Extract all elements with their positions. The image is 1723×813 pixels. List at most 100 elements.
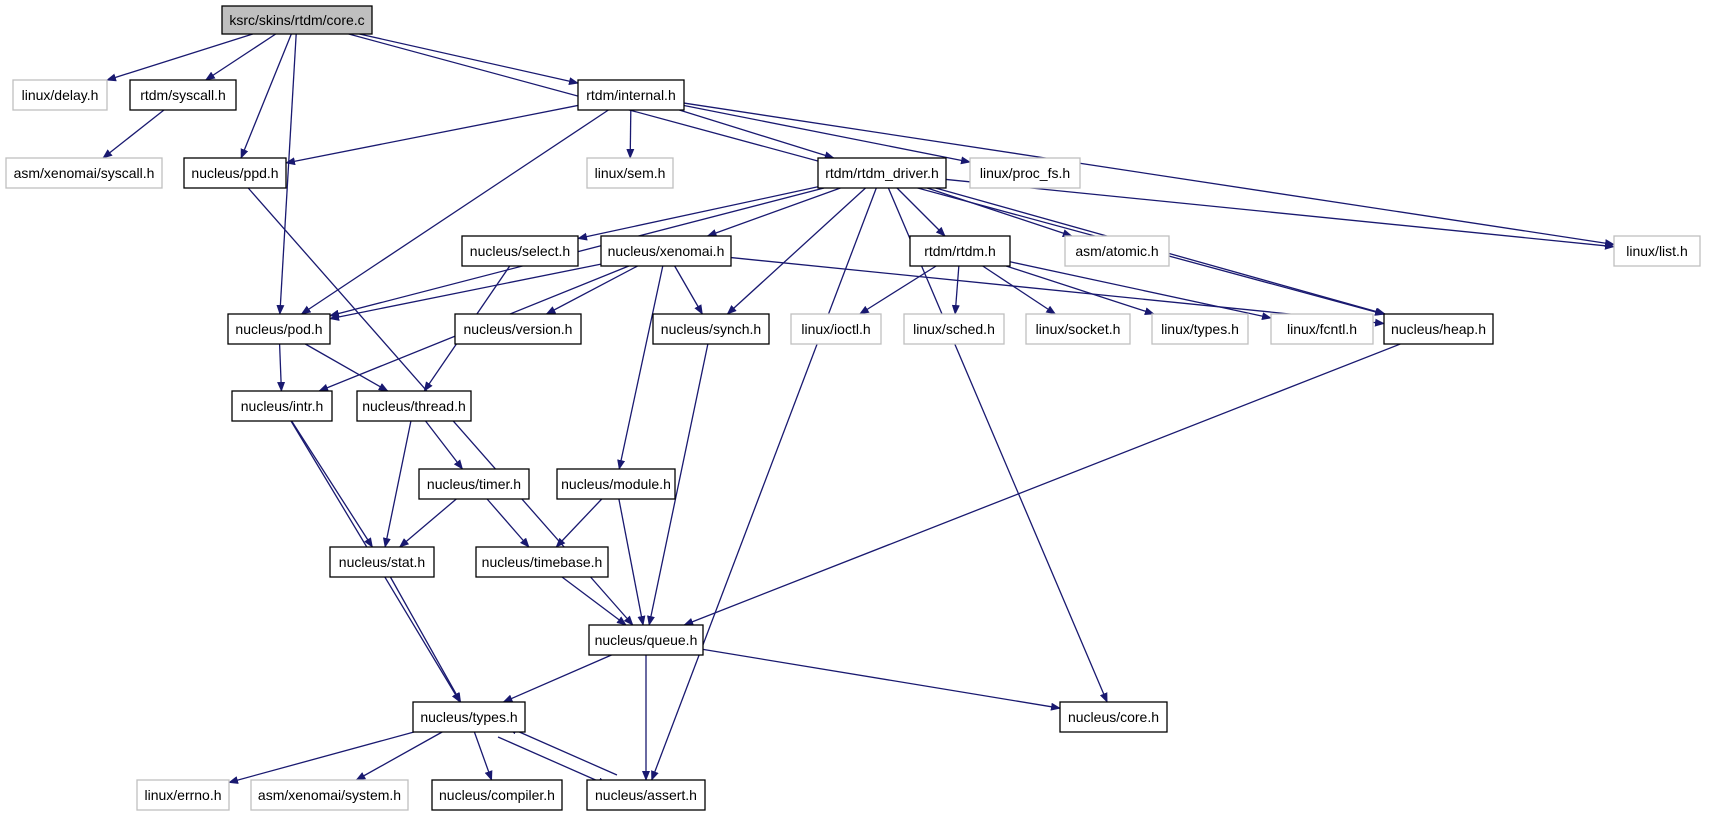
node-module[interactable]: nucleus/module.h	[556, 468, 676, 500]
node-label-socket: linux/socket.h	[1036, 321, 1121, 337]
node-rtdm_internal[interactable]: rtdm/internal.h	[577, 79, 685, 111]
node-box-rtdm_h	[909, 235, 1011, 267]
node-ncore[interactable]: nucleus/core.h	[1059, 701, 1168, 733]
node-box-select	[461, 235, 579, 267]
node-label-timer: nucleus/timer.h	[427, 476, 521, 492]
node-synch[interactable]: nucleus/synch.h	[652, 313, 770, 345]
node-box-xenomai	[600, 235, 732, 267]
node-thread[interactable]: nucleus/thread.h	[356, 390, 472, 422]
edge-xenomai-to-synch	[674, 265, 703, 315]
edge-thread-to-timer	[425, 420, 464, 470]
node-assert[interactable]: nucleus/assert.h	[586, 779, 706, 811]
node-timebase[interactable]: nucleus/timebase.h	[475, 546, 609, 578]
node-pod[interactable]: nucleus/pod.h	[227, 313, 331, 345]
node-box-core_c	[221, 5, 373, 35]
node-errno: linux/errno.h	[136, 779, 230, 811]
node-core_c[interactable]: ksrc/skins/rtdm/core.c	[221, 5, 373, 35]
node-label-list: linux/list.h	[1626, 243, 1687, 259]
node-box-queue	[588, 624, 704, 656]
node-label-queue: nucleus/queue.h	[595, 632, 698, 648]
node-label-ppd: nucleus/ppd.h	[191, 165, 278, 181]
node-label-select: nucleus/select.h	[470, 243, 570, 259]
node-box-intr	[231, 390, 333, 422]
node-label-errno: linux/errno.h	[144, 787, 221, 803]
node-label-system: asm/xenomai/system.h	[258, 787, 401, 803]
node-box-rtdm_driver	[817, 157, 947, 189]
node-compiler[interactable]: nucleus/compiler.h	[431, 779, 563, 811]
edge-rtdm_internal-to-ppd	[285, 104, 579, 166]
node-rtdm_h[interactable]: rtdm/rtdm.h	[909, 235, 1011, 267]
edge-assert-to-ntypes	[507, 726, 618, 776]
node-sched: linux/sched.h	[903, 313, 1005, 345]
edge-core_c-to-pod	[276, 33, 297, 315]
node-ltypes: linux/types.h	[1151, 313, 1249, 345]
node-label-fcntl: linux/fcntl.h	[1287, 321, 1357, 337]
node-fcntl: linux/fcntl.h	[1270, 313, 1374, 345]
node-box-ntypes	[412, 701, 526, 733]
edge-timer-to-timebase	[486, 498, 530, 548]
node-system: asm/xenomai/system.h	[250, 779, 409, 811]
edge-timebase-to-queue	[561, 576, 627, 626]
node-label-timebase: nucleus/timebase.h	[482, 554, 603, 570]
edge-rtdm_driver-to-select	[577, 186, 819, 241]
node-box-fcntl	[1270, 313, 1374, 345]
edge-module-to-queue	[618, 498, 646, 626]
node-box-delay	[12, 79, 108, 111]
node-xenomai[interactable]: nucleus/xenomai.h	[600, 235, 732, 267]
node-box-thread	[356, 390, 472, 422]
node-select[interactable]: nucleus/select.h	[461, 235, 579, 267]
edge-queue-to-ntypes	[502, 654, 612, 703]
node-box-list	[1613, 235, 1701, 267]
node-box-proc_fs	[969, 157, 1081, 189]
node-box-stat	[329, 546, 435, 578]
edge-heap-to-queue	[683, 343, 1401, 626]
edge-synch-to-queue	[647, 343, 709, 626]
node-label-rtdm_syscall: rtdm/syscall.h	[140, 87, 226, 103]
node-box-compiler	[431, 779, 563, 811]
node-box-ioctl	[790, 313, 882, 345]
node-label-intr: nucleus/intr.h	[241, 398, 324, 414]
node-version[interactable]: nucleus/version.h	[454, 313, 582, 345]
node-ppd[interactable]: nucleus/ppd.h	[183, 157, 287, 189]
node-box-sem	[586, 157, 674, 189]
node-queue[interactable]: nucleus/queue.h	[588, 624, 704, 656]
edge-rtdm_internal-to-rtdm_driver	[679, 109, 835, 160]
edge-core_c-to-ppd	[240, 33, 292, 159]
edge-pod-to-thread	[304, 343, 389, 392]
edge-rtdm_h-to-sched	[951, 265, 960, 315]
node-atomic: asm/atomic.h	[1064, 235, 1170, 267]
edge-ntypes-to-system	[355, 731, 443, 781]
edge-rtdm_driver-to-synch	[726, 187, 866, 315]
node-timer[interactable]: nucleus/timer.h	[418, 468, 530, 500]
node-box-timebase	[475, 546, 609, 578]
node-label-ltypes: linux/types.h	[1161, 321, 1239, 337]
node-rtdm_driver[interactable]: rtdm/rtdm_driver.h	[817, 157, 947, 189]
node-heap[interactable]: nucleus/heap.h	[1383, 313, 1494, 345]
node-label-ntypes: nucleus/types.h	[420, 709, 517, 725]
node-box-assert	[586, 779, 706, 811]
edge-rtdm_h-to-socket	[982, 265, 1057, 315]
node-stat[interactable]: nucleus/stat.h	[329, 546, 435, 578]
edge-intr-to-stat	[291, 420, 373, 548]
edge-thread-to-stat	[382, 420, 412, 548]
node-rtdm_syscall[interactable]: rtdm/syscall.h	[129, 79, 237, 111]
node-ntypes[interactable]: nucleus/types.h	[412, 701, 526, 733]
node-box-timer	[418, 468, 530, 500]
node-label-ncore: nucleus/core.h	[1068, 709, 1159, 725]
edge-rtdm_driver-to-xenomai	[706, 187, 841, 237]
node-label-pod: nucleus/pod.h	[235, 321, 322, 337]
edge-rtdm_syscall-to-asm_syscall	[102, 109, 165, 159]
node-intr[interactable]: nucleus/intr.h	[231, 390, 333, 422]
edge-rtdm_internal-to-list	[683, 102, 1615, 248]
node-box-atomic	[1064, 235, 1170, 267]
node-box-errno	[136, 779, 230, 811]
node-box-version	[454, 313, 582, 345]
node-box-socket	[1025, 313, 1131, 345]
node-label-rtdm_driver: rtdm/rtdm_driver.h	[825, 165, 939, 181]
edge-timer-to-stat	[398, 498, 457, 548]
edge-ntypes-to-assert	[497, 736, 608, 786]
edge-rtdm_driver-to-list	[945, 178, 1615, 250]
edge-xenomai-to-module	[617, 265, 664, 470]
node-label-heap: nucleus/heap.h	[1391, 321, 1486, 337]
